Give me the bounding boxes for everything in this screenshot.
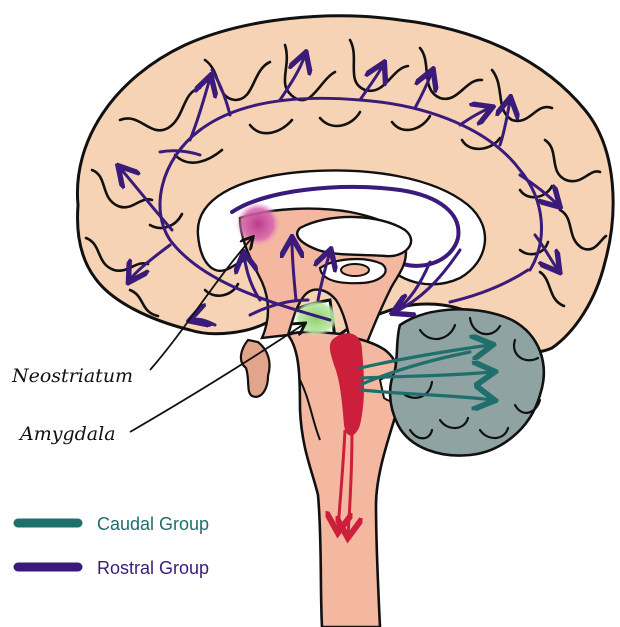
interthalamic-adhesion xyxy=(341,264,369,276)
amygdala-label: Amygdala xyxy=(18,423,116,445)
legend-rostral-label: Rostral Group xyxy=(97,558,209,578)
legend-caudal-label: Caudal Group xyxy=(97,514,209,534)
legend: Caudal Group Rostral Group xyxy=(18,514,209,578)
amygdala-pointer xyxy=(130,324,304,432)
neostriatum-label: Neostriatum xyxy=(11,365,133,387)
amygdala-region xyxy=(294,300,338,336)
neostriatum-region xyxy=(236,202,280,246)
